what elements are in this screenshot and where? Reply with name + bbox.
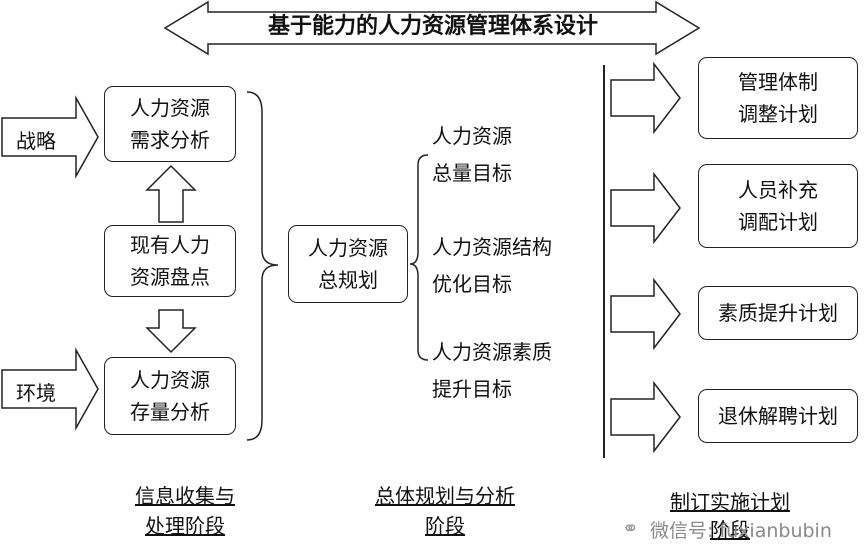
- goal-line: 优化目标: [432, 272, 512, 296]
- box-line: 总规划: [318, 268, 378, 292]
- box-line: 存量分析: [130, 400, 210, 424]
- box-line: 调配计划: [738, 210, 818, 234]
- down-arrow: [145, 309, 197, 354]
- plan-arrow: [610, 61, 681, 135]
- goal-line: 人力资源结构: [432, 235, 552, 259]
- stage-line: 处理阶段: [145, 514, 225, 538]
- diagram-title: 基于能力的人力资源管理体系设计: [267, 13, 598, 39]
- box-line: 人力资源: [308, 236, 388, 260]
- stage-line: 信息收集与: [135, 484, 235, 508]
- goal-line: 提升目标: [432, 377, 512, 401]
- plan-arrow: [610, 380, 681, 454]
- plan-box-quality: 素质提升计划: [698, 286, 858, 340]
- demand-analysis-box: 人力资源 需求分析: [104, 86, 236, 162]
- goal-line: 总量目标: [432, 161, 512, 185]
- goals-brace: [409, 154, 429, 361]
- plan-arrow: [610, 171, 681, 245]
- plan-box-institution: 管理体制 调整计划: [698, 57, 858, 139]
- stock-analysis-box: 人力资源 存量分析: [104, 357, 236, 435]
- box-line: 人员补充: [738, 178, 818, 202]
- stage-line: 制订实施计划: [670, 490, 790, 514]
- inventory-box: 现有人力 资源盘点: [104, 225, 236, 297]
- plan-arrow: [610, 277, 681, 351]
- plan-box-retirement: 退休解聘计划: [698, 389, 858, 443]
- box-line: 管理体制: [738, 70, 818, 94]
- strategy-label: 战略: [16, 129, 56, 153]
- title-double-arrow: [163, 0, 701, 56]
- box-line: 人力资源: [130, 96, 210, 120]
- box-line: 需求分析: [130, 128, 210, 152]
- up-arrow: [145, 164, 197, 223]
- watermark-text: 微信号: fuxianbubin: [650, 520, 832, 542]
- environment-arrow: [1, 347, 99, 431]
- box-line: 素质提升计划: [718, 301, 838, 325]
- box-line: 人力资源: [130, 368, 210, 392]
- goal-line: 人力资源: [432, 124, 512, 148]
- box-line: 资源盘点: [130, 265, 210, 289]
- stage-line: 阶段: [710, 518, 750, 542]
- strategy-arrow: [1, 95, 99, 179]
- stage-line: 总体规划与分析: [375, 484, 515, 508]
- plan-box-staffing: 人员补充 调配计划: [698, 164, 858, 248]
- box-line: 调整计划: [738, 102, 818, 126]
- goal-line: 人力资源素质: [432, 340, 552, 364]
- box-line: 现有人力: [130, 233, 210, 257]
- box-line: 退休解聘计划: [718, 404, 838, 428]
- wechat-icon: ⚭: [622, 516, 639, 540]
- total-plan-box: 人力资源 总规划: [288, 225, 408, 303]
- stage-2-label: 总体规划与分析 阶段: [355, 481, 535, 541]
- left-brace: [246, 91, 279, 441]
- stage-1-label: 信息收集与 处理阶段: [110, 481, 260, 541]
- stage-line: 阶段: [425, 514, 465, 538]
- stage-3-label: 制订实施计划 阶段: [640, 488, 820, 544]
- environment-label: 环境: [16, 381, 56, 405]
